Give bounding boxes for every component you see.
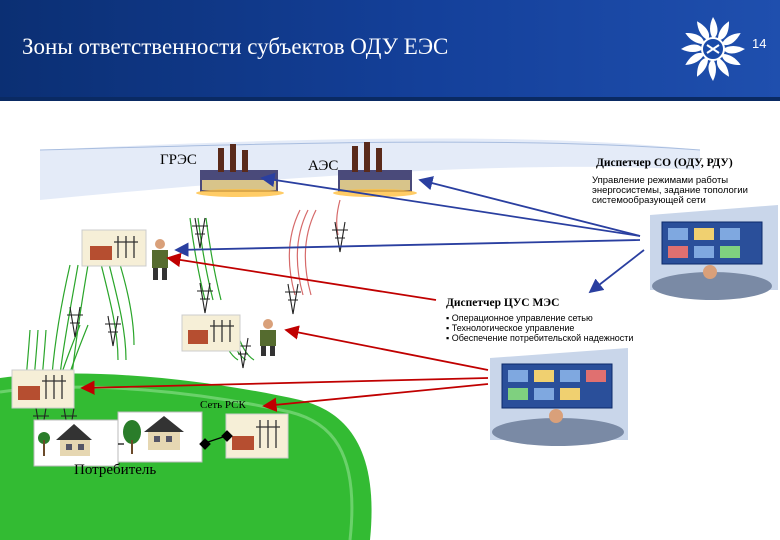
substation-icon <box>181 314 241 352</box>
control-arrow-red <box>262 383 489 412</box>
pylon-icon <box>67 306 83 338</box>
pylon-icon <box>235 337 251 369</box>
slide-number: 14 <box>752 36 767 51</box>
pylon-icon <box>192 217 208 249</box>
power-line-red <box>288 209 301 296</box>
pylon-icon <box>105 315 121 347</box>
control-arrow-red <box>166 252 437 301</box>
power-line-green <box>117 257 135 346</box>
power-line-green <box>51 264 71 376</box>
dispatcher-cus-list: Операционное управление сетью Технологич… <box>446 313 634 343</box>
worker-icon <box>152 239 168 280</box>
house-icon <box>33 419 119 467</box>
header-bar <box>0 0 780 97</box>
substation-icon <box>11 369 75 409</box>
control-arrow-blue <box>588 249 645 294</box>
connector-node <box>199 438 211 450</box>
header-divider <box>0 97 780 101</box>
power-line-green <box>205 217 222 301</box>
pylon-icon <box>332 221 348 253</box>
control-arrow-blue <box>418 176 641 237</box>
control-room-icon <box>650 205 778 300</box>
dispatcher-cus-item: Операционное управление сетью <box>446 313 633 323</box>
substation-icon <box>225 413 289 459</box>
dispatcher-so-description: Управление режимами работы энергосистемы… <box>592 175 748 206</box>
power-line-green <box>59 264 79 376</box>
slide-title: Зоны ответственности субъектов ОДУ ЕЭС <box>22 34 449 59</box>
company-logo-icon <box>681 17 745 81</box>
gres-plant-icon <box>196 144 284 197</box>
power-line-green <box>99 259 119 361</box>
pylon-icon <box>285 283 301 315</box>
power-line-red <box>304 209 317 296</box>
power-line-green <box>107 259 127 361</box>
control-room-icon <box>490 348 628 446</box>
pylon-icon <box>197 282 213 314</box>
gres-label: ГРЭС <box>160 152 197 168</box>
control-arrow-red <box>284 325 489 371</box>
rsk-network-label: Сеть РСК <box>200 399 246 411</box>
dispatcher-cus-item: Обеспечение потребительской надежности <box>446 333 634 343</box>
control-arrow-red <box>80 377 489 395</box>
power-line-red <box>336 199 341 236</box>
house-icon <box>117 411 203 463</box>
connector-node <box>221 430 233 442</box>
worker-icon <box>260 319 276 356</box>
aes-label: АЭС <box>308 158 339 174</box>
power-line-green <box>71 264 89 376</box>
dispatcher-so-title: Диспетчер СО (ОДУ, РДУ) <box>596 157 733 169</box>
control-arrow-blue <box>174 239 641 257</box>
consumer-label: Потребитель <box>74 462 157 478</box>
power-line-green <box>189 217 206 301</box>
dispatcher-cus-item: Технологическое управление <box>446 323 633 333</box>
dispatcher-cus-title: Диспетчер ЦУС МЭС <box>446 297 560 309</box>
control-arrow-blue <box>260 172 641 237</box>
substation-icon <box>81 229 147 267</box>
aes-plant-icon <box>333 142 417 197</box>
power-line-red <box>296 209 309 296</box>
sky-area <box>39 141 701 151</box>
